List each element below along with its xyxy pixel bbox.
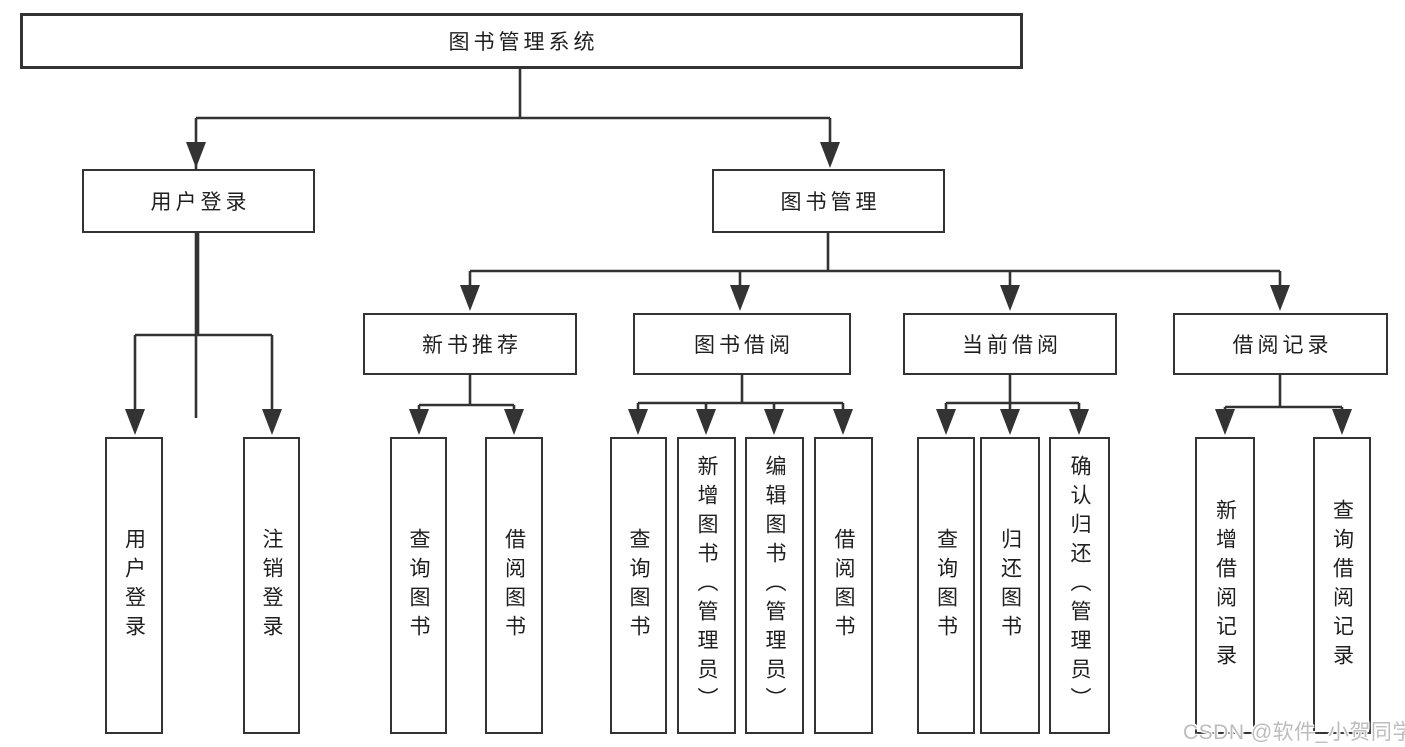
leaf-edit-book-admin: 编辑图书（管理员）: [745, 437, 804, 734]
arrowhead: [820, 142, 840, 168]
leaf-add-book-admin: 新增图书（管理员）: [677, 437, 736, 734]
leaf-logout: 注销登录: [243, 437, 300, 734]
arrowhead: [262, 409, 282, 435]
node-borrowing-records: 借阅记录: [1173, 313, 1388, 375]
node-library-management-system: 图书管理系统: [20, 13, 1023, 69]
arrowhead: [1069, 409, 1089, 435]
arrowhead: [460, 285, 480, 311]
leaf-query-books-current: 查询图书: [917, 437, 975, 734]
arrowhead: [696, 409, 716, 435]
arrowhead: [1270, 285, 1290, 311]
arrowhead: [730, 285, 750, 311]
leaf-query-books-borrowing: 查询图书: [610, 437, 667, 734]
node-current-borrowing: 当前借阅: [903, 313, 1117, 375]
arrowhead: [936, 409, 956, 435]
watermark-text: CSDN @软件_小贺同学: [1183, 721, 1405, 744]
arrowhead: [833, 409, 853, 435]
leaf-borrow-books-recommend: 借阅图书: [485, 437, 543, 734]
leaf-return-book: 归还图书: [980, 437, 1040, 734]
arrowhead: [1000, 409, 1020, 435]
node-book-borrowing: 图书借阅: [633, 313, 851, 375]
arrowhead: [1215, 409, 1235, 435]
arrowhead: [186, 142, 206, 168]
leaf-query-borrow-record: 查询借阅记录: [1313, 437, 1371, 734]
node-book-management: 图书管理: [712, 169, 945, 233]
leaf-borrow-books: 借阅图书: [814, 437, 873, 734]
arrowhead: [409, 409, 429, 435]
arrowhead: [125, 409, 145, 435]
arrowhead: [628, 409, 648, 435]
arrowhead: [504, 409, 524, 435]
leaf-user-login: 用户登录: [105, 437, 163, 734]
node-user-login: 用户登录: [82, 169, 315, 233]
leaf-query-books-recommend: 查询图书: [390, 437, 447, 734]
leaf-confirm-return-admin: 确认归还（管理员）: [1049, 437, 1110, 734]
arrowhead: [1000, 285, 1020, 311]
node-new-book-recommend: 新书推荐: [363, 313, 577, 375]
arrowhead: [1332, 409, 1352, 435]
leaf-add-borrow-record: 新增借阅记录: [1195, 437, 1255, 734]
arrowhead: [764, 409, 784, 435]
